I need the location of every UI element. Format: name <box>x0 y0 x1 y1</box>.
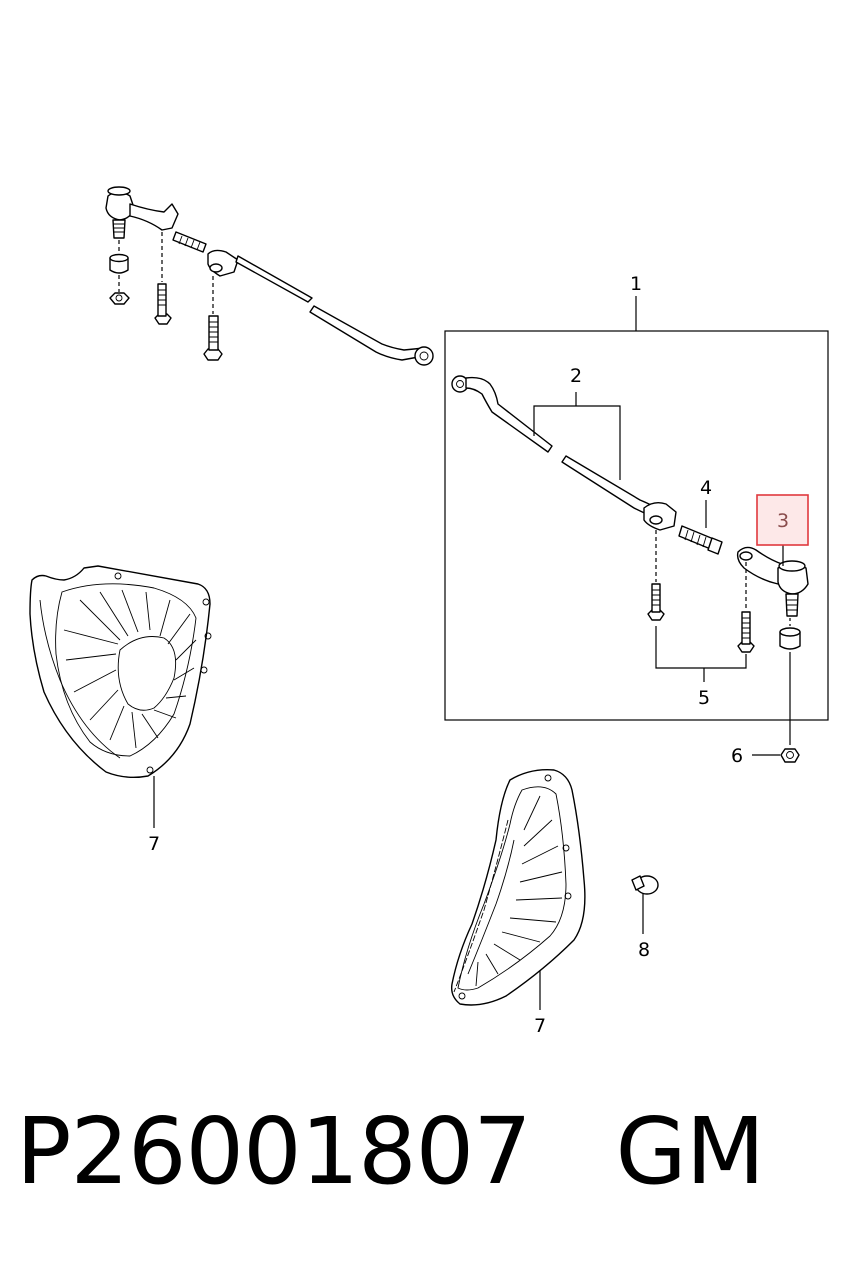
tie-rod-assembly-upper <box>105 186 434 366</box>
callout-2: 2 <box>570 365 582 387</box>
leader-lines <box>153 392 791 1010</box>
clip-8 <box>631 875 659 895</box>
callout-7-center: 7 <box>534 1015 546 1037</box>
assembly-box <box>444 296 829 721</box>
splash-shield-center <box>450 769 586 1006</box>
callout-7-left: 7 <box>148 833 160 855</box>
part-number: P26001807 <box>16 1098 532 1205</box>
callout-5: 5 <box>698 687 710 709</box>
spacer <box>531 1098 616 1205</box>
callout-4: 4 <box>700 477 712 499</box>
nut-6 <box>780 748 800 763</box>
highlight-box <box>756 494 809 546</box>
splash-shield-left <box>29 565 212 779</box>
callout-3: 3 <box>777 510 789 532</box>
tie-rod-assembly-boxed <box>451 375 809 653</box>
callout-6: 6 <box>731 745 743 767</box>
part-number-label: P26001807 GM <box>16 1102 765 1202</box>
callout-1: 1 <box>630 273 642 295</box>
callout-8: 8 <box>638 939 650 961</box>
brand: GM <box>615 1098 765 1205</box>
